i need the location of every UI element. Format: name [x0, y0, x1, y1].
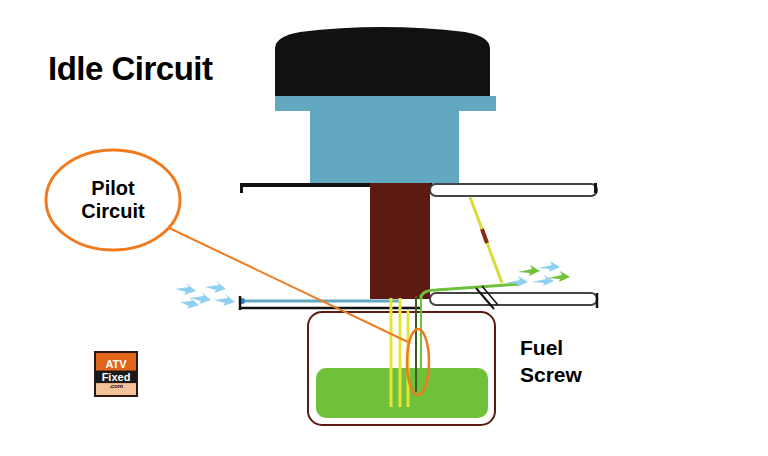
callout-circle: Pilot Circuit	[44, 148, 182, 252]
leader-line	[165, 226, 408, 342]
pilot-jet	[415, 296, 417, 392]
callout-text: Pilot Circuit	[68, 177, 158, 223]
logo-text: .com	[109, 383, 123, 390]
air-flow-out	[506, 261, 570, 287]
callout-ellipse	[46, 150, 180, 250]
bore-wall-right-bottom	[430, 293, 597, 305]
throttle-slide	[370, 183, 430, 299]
bore-wall-end	[594, 183, 597, 193]
main-jet-tube	[399, 298, 402, 407]
badge-strip	[96, 383, 136, 395]
diagram-title: Idle Circuit	[48, 50, 213, 88]
fuel-screw	[482, 286, 498, 305]
bore-wall-end	[239, 296, 242, 310]
cap-plate	[275, 96, 496, 111]
main-jet-tube	[390, 298, 393, 407]
bore-floor-outline	[240, 307, 420, 310]
fuel	[316, 368, 488, 418]
pilot-passage	[421, 284, 520, 300]
air-flow-in	[175, 281, 235, 309]
part-label: Fuel Screw	[520, 334, 610, 389]
badge-rect	[95, 352, 137, 396]
logo-text: ATV Fixed	[98, 358, 134, 383]
fuel-screw	[476, 288, 494, 309]
logo-badge: ATV Fixed.com	[95, 352, 137, 396]
pilot-jet-fuel	[420, 300, 422, 392]
pilot-highlight	[407, 329, 429, 395]
slide-housing	[310, 111, 459, 184]
carb-cap	[275, 27, 490, 96]
bore-wall-right-top	[430, 184, 597, 196]
bore-wall-end	[596, 293, 599, 308]
needle-clip	[482, 229, 487, 243]
bore-wall-end	[240, 183, 243, 193]
needle	[470, 197, 502, 283]
